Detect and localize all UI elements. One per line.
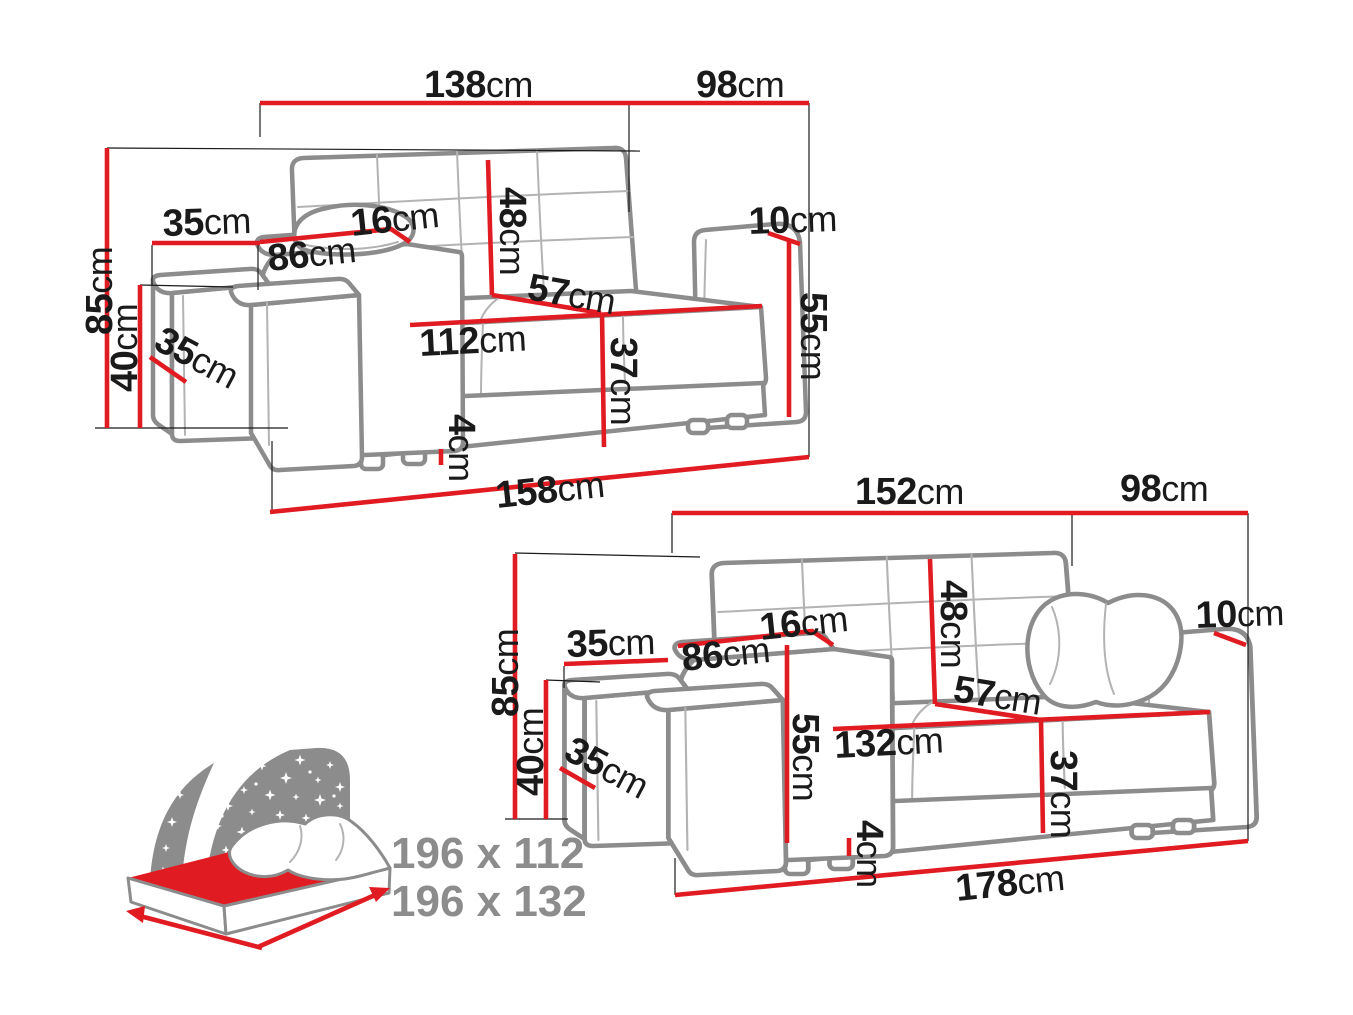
sofa-top-dim-total-width: 138cm (424, 64, 533, 106)
sleeping-size-2: 196 x 132 (391, 877, 587, 926)
sofa-bottom-dim-armrest-height: 55cm (784, 713, 826, 801)
length-arrow (257, 892, 376, 950)
star-dot (254, 782, 258, 786)
sofa-bottom-dim-armrest-top-width: 10cm (1195, 592, 1285, 637)
dim-line-armrest (677, 628, 835, 649)
width-arrowhead (126, 906, 145, 923)
star-dot (332, 794, 336, 798)
sofa-bottom-dim-depth: 98cm (1120, 468, 1208, 510)
sofa-bottom-dim-armrest-width: 16cm (758, 598, 850, 649)
sofa-top-dim-seat-depth: 57cm (524, 267, 618, 324)
dim-line-armrest-top-width (767, 230, 801, 247)
dim-line-pouf-depth (558, 766, 597, 790)
blanket (227, 813, 392, 882)
dim-line-seat-depth (491, 292, 602, 316)
sofa-bottom-dim-seat-width: 132cm (833, 719, 944, 767)
width-arrow (139, 913, 263, 951)
dim-line-pouf-width (563, 657, 669, 667)
extension-lines (95, 103, 810, 512)
sofa-top-dim-seat-height: 37cm (602, 337, 644, 425)
sofa-top-dim-leg-height: 4cm (440, 414, 482, 482)
dim-line-seat-height (1038, 719, 1046, 834)
dim-line-seat-width (832, 709, 1211, 732)
sofa-top-dim-total-length: 158cm (494, 464, 607, 517)
sofa-bottom-dim-pouf-width: 35cm (566, 621, 656, 666)
length-arrowhead (369, 887, 390, 902)
sofa-top-dim-armrest-width: 16cm (349, 194, 441, 245)
star-dot (220, 814, 224, 818)
sofa-top-dim-pouf-width: 35cm (162, 200, 252, 245)
sofa-top-dim-armrest-height: 55cm (792, 292, 834, 380)
sofa-bottom-drawing (564, 553, 1256, 875)
size-arrows (126, 887, 390, 951)
sofa-top-dimensions: 138cm 98cm 85cm 40cm 35cm 35cm 86cm 16cm… (79, 64, 838, 517)
sofa-top-dim-armrest-top-width: 10cm (748, 198, 838, 243)
sofa-top-dim-seat-width: 112cm (418, 317, 527, 365)
dimension-lines (512, 510, 1249, 898)
sofa-top-dim-pouf-height: 40cm (104, 304, 146, 392)
sofa-bottom-dim-seat-height: 37cm (1042, 750, 1084, 838)
headboard-swoosh (150, 763, 214, 882)
blanket-fold-lines (289, 823, 345, 863)
sofa-top-dim-armrest-length: 86cm (266, 229, 358, 280)
sofa-bottom-dim-backrest-height: 48cm (932, 580, 974, 668)
star-dot (308, 770, 312, 774)
dim-line-total-length (674, 838, 1249, 898)
dim-line-backrest-height (927, 558, 938, 705)
sofa-bottom-dim-leg-height: 4cm (848, 820, 890, 888)
sofa-bottom-dim-total-width: 152cm (855, 471, 964, 513)
star-dot (233, 770, 237, 774)
sofa-top-drawing (153, 148, 806, 470)
sofa-bottom-dim-seat-depth: 57cm (951, 668, 1045, 723)
pillow-fold-lines (1049, 603, 1115, 695)
sofa-top-dim-backrest-height: 48cm (491, 187, 533, 275)
pillow-fold-line (301, 241, 399, 250)
sleeping-area-icon: 196 x 112 196 x 132 (126, 747, 587, 951)
sleeping-size-1: 196 x 112 (391, 829, 584, 878)
pillow (292, 202, 416, 257)
sofa-bottom-dimensions: 152cm 98cm 85cm 40cm 35cm 35cm 86cm 16cm… (485, 468, 1285, 910)
dim-line-pouf-depth (148, 355, 188, 384)
extension-lines (505, 513, 1249, 895)
sofa-bottom-dim-armrest-length: 86cm (680, 629, 772, 680)
dim-line-seat-width (409, 303, 763, 328)
sofa-bottom-dim-height: 85cm (485, 629, 527, 717)
sofa-bottom-dim-pouf-height: 40cm (510, 708, 552, 796)
dim-line-armrest (259, 226, 412, 245)
sofa-top-dim-depth: 98cm (696, 64, 784, 106)
dim-line-total-length (269, 454, 810, 515)
dim-line-seat-height (599, 312, 607, 448)
dim-line-backrest-height (485, 159, 495, 296)
sofa-top-dim-height: 85cm (79, 247, 121, 335)
sofa-bottom-dim-total-length: 178cm (954, 857, 1067, 910)
dim-line-armrest-top-width (1213, 630, 1247, 648)
dimension-lines (104, 100, 810, 515)
dim-line-seat-depth (934, 701, 1042, 723)
